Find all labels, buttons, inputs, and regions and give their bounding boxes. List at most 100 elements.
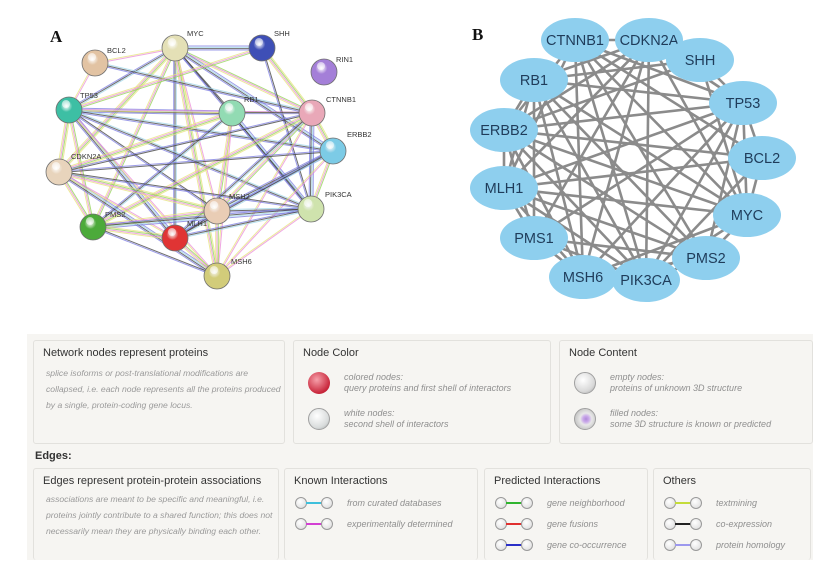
node-RB1[interactable]: RB1 xyxy=(218,95,259,127)
node-BCL2[interactable]: BCL2 xyxy=(728,136,796,180)
node-label: CTNNB1 xyxy=(326,95,356,104)
node-RIN1[interactable]: RIN1 xyxy=(310,55,353,86)
node-ellipse[interactable] xyxy=(612,258,680,302)
node-sphere[interactable] xyxy=(161,224,189,252)
node-ellipse[interactable] xyxy=(470,166,538,210)
node-sphere[interactable] xyxy=(55,96,83,124)
edge-PIK3CA-MLH1 xyxy=(174,207,312,240)
legend-edges-title: Edges represent protein-protein associat… xyxy=(43,475,262,487)
node-label: PMS2 xyxy=(105,210,125,219)
edge-PMS2-RB1 xyxy=(533,79,707,259)
node-sphere[interactable] xyxy=(45,158,73,186)
node-ERBB2[interactable]: ERBB2 xyxy=(470,108,538,152)
node-ERBB2[interactable]: ERBB2 xyxy=(319,130,372,165)
filled-nodes-label: filled nodes: xyxy=(610,408,659,418)
node-sphere[interactable] xyxy=(248,34,276,62)
node-CTNNB1[interactable]: CTNNB1 xyxy=(541,18,609,62)
edge-TP53-RB1 xyxy=(533,78,744,105)
node-label: PMS2 xyxy=(686,251,726,267)
edge-CDKN2A-MYC xyxy=(647,39,749,216)
others-item-label: protein homology xyxy=(716,539,786,550)
legend-edges-desc: associations are meant to be specific an… xyxy=(46,494,273,536)
edge-PMS2-MSH6 xyxy=(92,225,218,278)
node-label: CDKN2A xyxy=(71,152,101,161)
node-MYC[interactable]: MYC xyxy=(161,29,204,62)
node-SHH[interactable]: SHH xyxy=(248,29,290,62)
node-sphere[interactable] xyxy=(298,99,326,127)
legend-others-title: Others xyxy=(663,475,697,487)
node-PIK3CA[interactable]: PIK3CA xyxy=(612,258,680,302)
node-label: CTNNB1 xyxy=(546,33,604,49)
node-MSH6[interactable]: MSH6 xyxy=(203,257,252,290)
node-sphere[interactable] xyxy=(310,58,338,86)
node-ellipse[interactable] xyxy=(709,81,777,125)
node-PMS1[interactable]: PMS1 xyxy=(500,216,568,260)
edge-MYC-MLH1 xyxy=(503,186,748,217)
node-MSH6[interactable]: MSH6 xyxy=(549,255,617,299)
node-ellipse[interactable] xyxy=(541,18,609,62)
node-ellipse[interactable] xyxy=(615,18,683,62)
node-MYC[interactable]: MYC xyxy=(713,193,781,237)
node-RB1[interactable]: RB1 xyxy=(500,58,568,102)
edge-MYC-TP53 xyxy=(68,46,176,112)
node-label: MSH6 xyxy=(231,257,252,266)
node-BCL2[interactable]: BCL2 xyxy=(81,46,126,77)
node-TP53[interactable]: TP53 xyxy=(709,81,777,125)
node-CDKN2A[interactable]: CDKN2A xyxy=(615,18,683,62)
node-sphere[interactable] xyxy=(161,34,189,62)
node-ellipse[interactable] xyxy=(728,136,796,180)
node-ellipse[interactable] xyxy=(500,216,568,260)
edge-CDKN2A-MLH1 xyxy=(503,39,650,189)
node-label: PIK3CA xyxy=(325,190,352,199)
legend-colored-nodes: colored nodes:query proteins and first s… xyxy=(308,372,511,394)
textmining-edge-icon xyxy=(664,497,702,509)
node-sphere[interactable] xyxy=(81,49,109,77)
node-CDKN2A[interactable]: CDKN2A xyxy=(45,152,101,186)
node-PMS2[interactable]: PMS2 xyxy=(79,210,125,241)
node-PMS2[interactable]: PMS2 xyxy=(672,236,740,280)
node-ellipse[interactable] xyxy=(470,108,538,152)
edge-CTNNB1-BCL2 xyxy=(574,38,763,160)
node-label: MSH2 xyxy=(229,192,250,201)
node-ellipse[interactable] xyxy=(549,255,617,299)
legend-others-item: co-expression xyxy=(664,518,772,530)
edge-PMS2-MLH1 xyxy=(503,186,707,260)
node-sphere[interactable] xyxy=(218,99,246,127)
node-MSH2[interactable]: MSH2 xyxy=(203,192,250,225)
node-label: PMS1 xyxy=(514,231,554,247)
node-label: SHH xyxy=(274,29,290,38)
node-sphere[interactable] xyxy=(79,213,107,241)
edge-TP53-PIK3CA xyxy=(68,108,312,211)
edge-MSH6-ERBB2 xyxy=(502,129,585,278)
panel-a-label: A xyxy=(50,27,63,46)
node-MLH1[interactable]: MLH1 xyxy=(470,166,538,210)
experimentally-determined-edge-icon xyxy=(295,518,333,530)
node-ellipse[interactable] xyxy=(666,38,734,82)
node-ellipse[interactable] xyxy=(500,58,568,102)
node-sphere[interactable] xyxy=(203,197,231,225)
others-item-label: co-expression xyxy=(716,518,773,529)
node-ellipse[interactable] xyxy=(713,193,781,237)
node-label: ERBB2 xyxy=(347,130,372,139)
node-PIK3CA[interactable]: PIK3CA xyxy=(297,190,352,223)
node-TP53[interactable]: TP53 xyxy=(55,91,98,124)
legend-node-color-title: Node Color xyxy=(303,347,359,359)
gene-neighborhood-edge-icon xyxy=(495,497,533,509)
predicted-item-label: gene co-occurrence xyxy=(547,539,627,550)
edge-BCL2-MLH1 xyxy=(503,156,763,190)
legend-nodes-desc: splice isoforms or post-translational mo… xyxy=(46,368,281,410)
node-CTNNB1[interactable]: CTNNB1 xyxy=(298,95,356,127)
node-label: RB1 xyxy=(520,73,548,89)
node-sphere[interactable] xyxy=(297,195,325,223)
co-expression-edge-icon xyxy=(664,518,702,530)
node-MLH1[interactable]: MLH1 xyxy=(161,219,207,252)
legend-panel: Network nodes represent proteins splice … xyxy=(27,334,813,560)
node-SHH[interactable]: SHH xyxy=(666,38,734,82)
node-label: TP53 xyxy=(80,91,98,100)
edge-BCL2-PIK3CA xyxy=(645,157,763,281)
node-sphere[interactable] xyxy=(203,262,231,290)
edge-MYC-ERBB2 xyxy=(503,128,748,217)
node-ellipse[interactable] xyxy=(672,236,740,280)
node-sphere[interactable] xyxy=(319,137,347,165)
